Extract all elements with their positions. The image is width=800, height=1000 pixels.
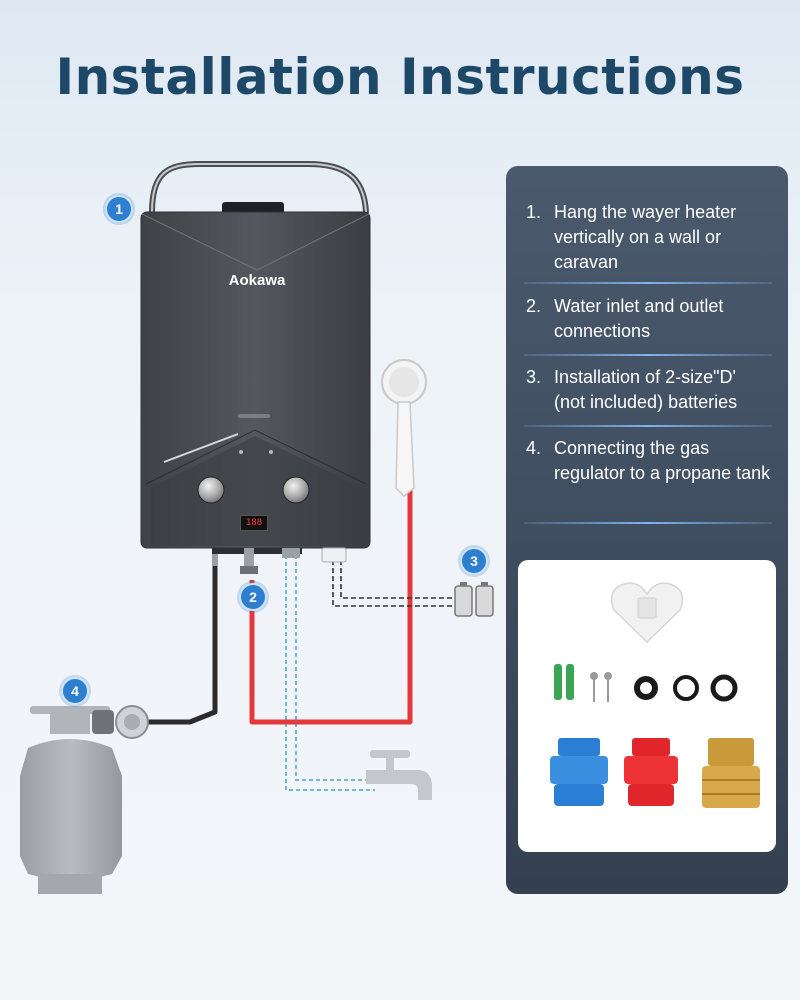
water-tap-icon — [366, 750, 432, 800]
heart-wall-bracket-icon — [610, 582, 684, 644]
temperature-display: 188 — [240, 515, 268, 531]
step-2: 2. Water inlet and outlet connections — [526, 294, 771, 344]
step-4: 4. Connecting the gas regulator to a pro… — [526, 436, 771, 486]
divider — [524, 282, 772, 284]
step-number: 3. — [526, 367, 542, 387]
rubber-washers-icon — [634, 674, 738, 702]
heater-brand-label: Aokawa — [228, 272, 286, 289]
step-marker-1: 1 — [105, 195, 133, 223]
shower-head-icon — [381, 359, 427, 498]
water-heater-icon — [140, 161, 371, 574]
battery-icon — [454, 582, 494, 617]
step-number: 1. — [526, 202, 542, 222]
wall-plug-anchors-icon — [554, 664, 574, 700]
step-marker-2: 2 — [239, 583, 267, 611]
divider — [524, 425, 772, 427]
gas-line — [148, 560, 218, 725]
instructions-panel: 1. Hang the wayer heater vertically on a… — [506, 166, 788, 894]
water-control-knob — [282, 476, 310, 504]
brass-adapter-icon — [702, 738, 760, 808]
step-number: 2. — [526, 296, 542, 316]
propane-tank-icon — [20, 706, 122, 894]
step-text: Hang the wayer heater vertically on a wa… — [554, 202, 737, 272]
step-marker-3: 3 — [460, 547, 488, 575]
gas-control-knob — [197, 476, 225, 504]
installation-diagram — [20, 161, 494, 894]
vent-grille — [238, 414, 270, 418]
red-hose-connector-icon — [624, 738, 678, 806]
step-1: 1. Hang the wayer heater vertically on a… — [526, 200, 771, 275]
step-marker-4: 4 — [61, 677, 89, 705]
divider — [524, 522, 772, 524]
page-title: Installation Instructions — [55, 48, 745, 106]
step-3: 3. Installation of 2-size"D' (not includ… — [526, 365, 771, 415]
gas-regulator-icon — [92, 705, 149, 739]
step-text: Water inlet and outlet connections — [554, 296, 724, 341]
divider — [524, 354, 772, 356]
blue-hose-connector-icon — [550, 738, 608, 806]
step-text: Connecting the gas regulator to a propan… — [554, 438, 771, 483]
battery-wire — [332, 560, 455, 607]
step-text: Installation of 2-size"D' (not included)… — [554, 367, 738, 412]
step-number: 4. — [526, 438, 542, 458]
cold-water-line — [285, 548, 375, 791]
screws-icon — [590, 672, 612, 702]
accessories-card — [518, 560, 776, 852]
